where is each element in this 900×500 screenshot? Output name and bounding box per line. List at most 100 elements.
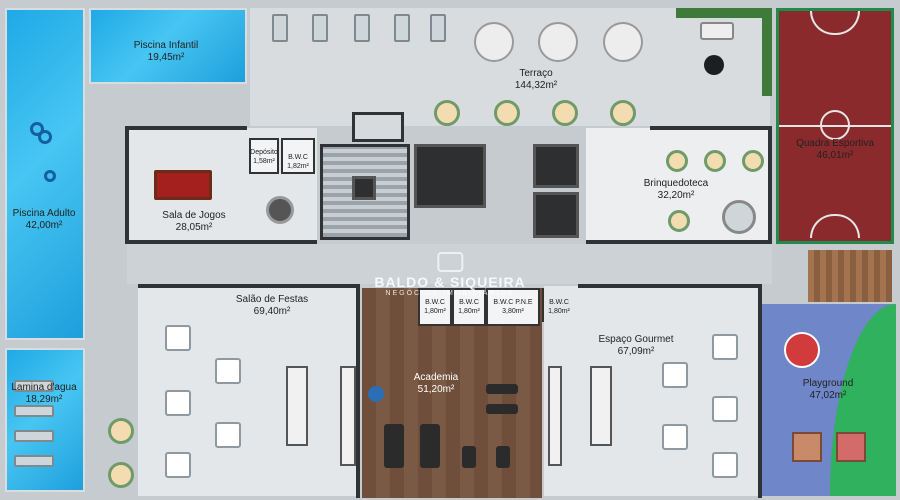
room-name: Salão de Festas — [235, 294, 309, 305]
round-table — [108, 462, 134, 488]
shaft — [352, 176, 376, 200]
treadmill — [384, 424, 404, 468]
kitchen-island — [286, 366, 308, 446]
watermark-brand: BALDO & SIQUEIRA — [374, 274, 526, 290]
room-area: 47,02m² — [809, 390, 847, 401]
kids-table — [704, 150, 726, 172]
label-deposito: Depósito 1,58m² — [250, 148, 278, 166]
deck — [808, 250, 892, 302]
wall — [138, 284, 360, 288]
round-table — [494, 100, 520, 126]
label-brinquedoteca: Brinquedoteca 32,20m² — [644, 178, 709, 202]
label-sala-de-jogos: Sala de Jogos 28,05m² — [162, 210, 225, 234]
room-area: 19,45m² — [147, 52, 185, 63]
umbrella-table — [603, 22, 643, 62]
room-name: B.W.C — [288, 154, 308, 161]
label-quadra-esportiva: Quadra Esportiva 46,01m² — [796, 138, 874, 162]
room-area: 18,29m² — [25, 394, 63, 405]
kids-table — [668, 210, 690, 232]
square-table — [165, 452, 191, 478]
label-terraco: Terraço 144,32m² — [515, 68, 557, 92]
lounger — [272, 14, 288, 42]
bwc-1-room — [418, 288, 452, 326]
bwc-pne-room — [486, 288, 540, 326]
lounger — [14, 380, 54, 392]
square-table — [215, 422, 241, 448]
watermark: BALDO & SIQUEIRA NEGÓCIOS IMOBILIÁRIOS — [374, 252, 525, 297]
room-area: 67,09m² — [617, 346, 655, 357]
wall — [356, 284, 360, 498]
room-area: 1,80m² — [424, 308, 446, 315]
kitchen-island — [590, 366, 612, 446]
wall — [127, 126, 247, 130]
wall — [758, 284, 762, 498]
room-area: 1,80m² — [458, 308, 480, 315]
room-name: Quadra Esportiva — [796, 138, 874, 149]
fire-pit — [704, 55, 724, 75]
room-area: 46,01m² — [816, 150, 854, 161]
room-name: B.W.C — [459, 299, 479, 306]
wall — [127, 240, 317, 244]
round-table — [108, 418, 134, 444]
bwc-2-room — [452, 288, 486, 326]
watermark-tagline: NEGÓCIOS IMOBILIÁRIOS — [385, 290, 515, 297]
room-name: Depósito — [250, 149, 278, 156]
counter — [340, 366, 356, 466]
court-center-circle — [820, 110, 850, 140]
play-structure — [836, 432, 866, 462]
square-table — [712, 396, 738, 422]
wall — [578, 284, 760, 288]
room-area: 32,20m² — [657, 190, 695, 201]
bike — [496, 446, 510, 468]
kids-table — [666, 150, 688, 172]
pool-kids — [89, 8, 247, 84]
sofa — [700, 22, 734, 40]
room-name: B.W.C P.N.E — [493, 299, 533, 306]
counter — [548, 366, 562, 466]
pool-lamina — [5, 348, 85, 492]
square-table — [165, 325, 191, 351]
label-espaco-gourmet: Espaço Gourmet 67,09m² — [598, 334, 673, 358]
elevator — [533, 144, 579, 188]
room-name: Piscina Adulto — [12, 208, 76, 219]
wall — [650, 126, 772, 130]
play-structure — [792, 432, 822, 462]
label-salao-de-festas: Salão de Festas 69,40m² — [236, 294, 308, 318]
stairs-top — [352, 112, 404, 142]
pool-ring-icon — [30, 122, 44, 136]
game-table — [266, 196, 294, 224]
wall — [125, 126, 129, 244]
room-name: Espaço Gourmet — [598, 334, 674, 345]
garden-strip — [762, 8, 772, 96]
room-area: 1,82m² — [287, 163, 309, 170]
deposit-room — [249, 138, 279, 174]
label-bwc-pne: B.W.C P.N.E 3,80m² — [493, 298, 532, 316]
garden-strip — [676, 8, 772, 18]
lounger — [354, 14, 370, 42]
label-bwc-3: B.W.C 1,80m² — [548, 298, 570, 316]
room-name: Sala de Jogos — [162, 210, 226, 221]
room-area: 3,80m² — [502, 308, 524, 315]
kids-table — [742, 150, 764, 172]
room-area: 144,32m² — [514, 80, 558, 91]
round-table — [610, 100, 636, 126]
room-name: B.W.C — [425, 299, 445, 306]
round-table — [552, 100, 578, 126]
bench — [486, 384, 518, 394]
room-area: 28,05m² — [175, 222, 213, 233]
lounger — [14, 405, 54, 417]
bench — [486, 404, 518, 414]
corridor — [127, 244, 772, 284]
bike — [462, 446, 476, 468]
square-table — [165, 390, 191, 416]
lounger — [14, 430, 54, 442]
round-table — [434, 100, 460, 126]
pool-table — [154, 170, 212, 200]
brand-logo-icon — [437, 252, 463, 272]
pool-ring-icon — [44, 170, 56, 182]
label-bwc-2: B.W.C 1,80m² — [458, 298, 480, 316]
umbrella-table — [538, 22, 578, 62]
bwc-top-room — [281, 138, 315, 174]
room-name: Playground — [802, 378, 854, 389]
